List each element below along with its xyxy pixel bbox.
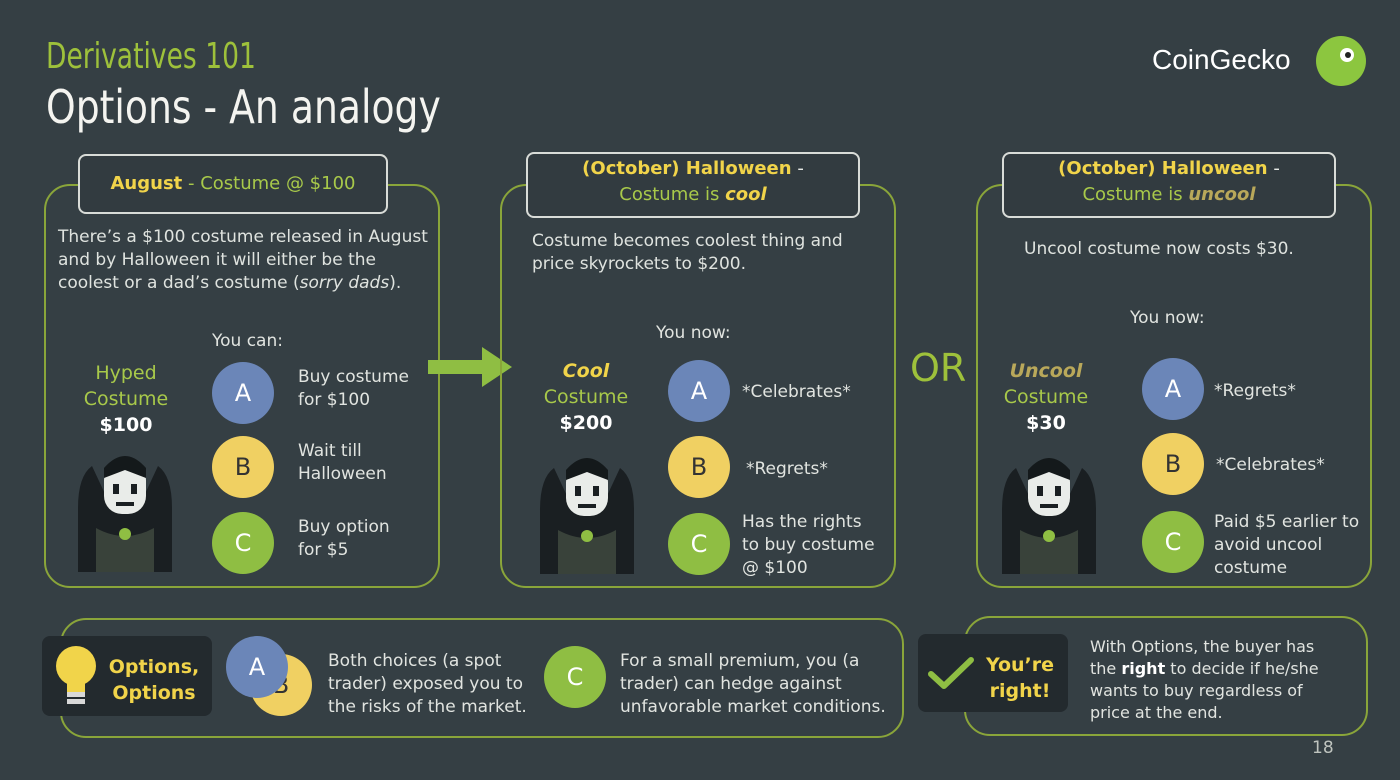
choice-a-text: Buy costume for $100 <box>298 367 409 410</box>
page-number: 18 <box>1312 738 1334 758</box>
choice-a-text: *Regrets* <box>1214 381 1296 401</box>
now-prompt: You now: <box>1130 308 1205 328</box>
gecko-logo-icon <box>1316 36 1366 86</box>
costume-word: Costume <box>1003 386 1089 408</box>
costume-adjective: Cool <box>562 360 610 382</box>
choice-a-circle: A <box>668 360 730 422</box>
tag-dash: - <box>1267 158 1280 179</box>
options-prompt: You can: <box>212 331 283 351</box>
tag-month: August <box>110 173 183 194</box>
choice-c-circle: C <box>1142 511 1204 573</box>
tag-emphasis: cool <box>725 184 767 205</box>
hedge-text: For a small premium, you (a trader) can … <box>620 651 886 717</box>
note-line-2: right! <box>989 680 1051 702</box>
tag-dash: - <box>791 158 804 179</box>
panel-cool-tag: (October) Halloween - Costume is cool <box>526 152 860 218</box>
costume-price: $100 <box>99 414 153 436</box>
conclusion-bold: right <box>1121 659 1166 678</box>
panel-august-tag: August - Costume @ $100 <box>78 154 388 214</box>
tag-detail: Costume is <box>1082 184 1189 205</box>
tag-event: (October) Halloween <box>582 158 792 179</box>
or-label: OR <box>910 346 967 390</box>
slide-title: Options - An analogy <box>46 80 441 134</box>
tag-emphasis: uncool <box>1188 184 1256 205</box>
costume-price: $200 <box>559 412 613 434</box>
spot-trader-text: Both choices (a spot trader) exposed you… <box>328 651 527 717</box>
choice-c-circle: C <box>212 512 274 574</box>
panel-uncool-tag: (October) Halloween - Costume is uncool <box>1002 152 1336 218</box>
options-note-title: Options, Options <box>104 654 204 706</box>
costume-word: Costume <box>83 388 169 410</box>
choice-a-text: *Celebrates* <box>742 382 851 402</box>
choice-b-circle: B <box>212 436 274 498</box>
tag-detail: Costume is <box>619 184 726 205</box>
uncool-costume-label: Uncool Costume $30 <box>986 358 1106 436</box>
choice-c-text: Paid $5 earlier to avoid uncool costume <box>1214 512 1360 578</box>
panel-uncool-description: Uncool costume now costs $30. <box>1024 239 1294 259</box>
choice-b-text: Wait till Halloween <box>298 441 387 484</box>
desc-italic: sorry dads <box>299 273 390 293</box>
costume-adjective: Hyped <box>95 362 157 384</box>
choice-a-circle: A <box>226 636 288 698</box>
costume-price: $30 <box>1026 412 1066 434</box>
deck-kicker: Derivatives 101 <box>46 36 256 77</box>
now-prompt: You now: <box>656 323 731 343</box>
choice-c-circle: C <box>544 646 606 708</box>
vampire-icon <box>540 458 634 574</box>
note-line-1: Options, <box>108 656 200 678</box>
tag-detail: - Costume @ $100 <box>182 173 356 194</box>
choice-b-text: *Regrets* <box>746 459 828 479</box>
costume-adjective: Uncool <box>1009 360 1083 382</box>
choice-c-text: Buy option for $5 <box>298 517 390 560</box>
conclusion-text-2: to decide if he/she wants to buy regardl… <box>1090 659 1319 722</box>
checkmark-icon <box>928 657 974 689</box>
choice-a-circle: A <box>1142 358 1204 420</box>
choice-b-circle: B <box>668 436 730 498</box>
vampire-icon <box>1002 458 1096 574</box>
desc-text: There’s a $100 costume released in Augus… <box>58 227 428 293</box>
note-line-2: Options <box>112 682 196 704</box>
right-note <box>918 634 1068 712</box>
choice-c-circle: C <box>668 513 730 575</box>
panel-cool-description: Costume becomes coolest thing and price … <box>532 231 843 274</box>
choice-c-text: Has the rights to buy costume @ $100 <box>742 512 875 578</box>
conclusion-text-1: With Options, the buyer has the <box>1090 637 1315 678</box>
hyped-costume-label: Hyped Costume $100 <box>66 360 186 438</box>
choice-b-text: *Celebrates* <box>1216 455 1325 475</box>
brand-name: CoinGecko <box>1152 44 1291 75</box>
tag-event: (October) Halloween <box>1058 158 1268 179</box>
vampire-icon <box>78 456 172 572</box>
desc-text-end: ). <box>389 273 402 293</box>
right-arrow-icon <box>428 347 512 387</box>
note-line-1: You’re <box>985 654 1055 676</box>
choice-b-circle: B <box>1142 433 1204 495</box>
panel-august-description: There’s a $100 costume released in Augus… <box>58 226 428 295</box>
lightbulb-icon <box>56 646 96 704</box>
cool-costume-label: Cool Costume $200 <box>526 358 646 436</box>
right-note-title: You’re right! <box>978 652 1062 704</box>
conclusion-text: With Options, the buyer has the right to… <box>1090 636 1340 724</box>
choice-a-circle: A <box>212 362 274 424</box>
costume-word: Costume <box>543 386 629 408</box>
